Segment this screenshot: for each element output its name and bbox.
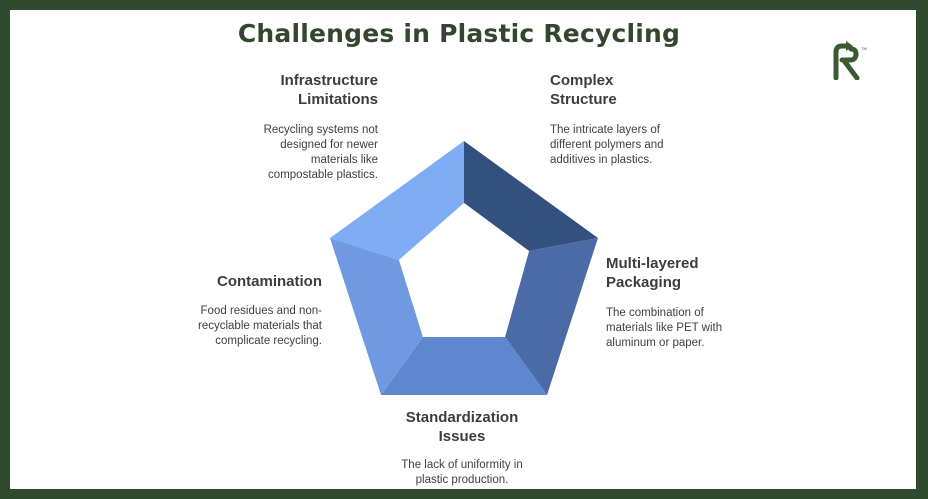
segment-complex-structure: [464, 141, 598, 251]
desc-contamination: Food residues and non- recyclable materi…: [198, 305, 322, 347]
segment-infrastructure: [330, 141, 464, 260]
diagram-title: Challenges in Plastic Recycling: [237, 19, 681, 48]
segment-multilayered: [505, 238, 598, 395]
label-infrastructure: Infrastructure Limitations Recycling sys…: [198, 71, 378, 183]
label-multilayered: Multi-layered Packaging The combination …: [606, 254, 796, 351]
label-complex-structure: Complex Structure The intricate layers o…: [550, 71, 740, 168]
recycle-r-logo-icon: TM: [833, 41, 867, 80]
desc-standardization: The lack of uniformity in plastic produc…: [401, 459, 523, 486]
label-standardization: Standardization Issues The lack of unifo…: [362, 408, 562, 488]
label-contamination: Contamination Food residues and non- rec…: [142, 272, 322, 349]
center-hole: [399, 203, 529, 337]
desc-infrastructure: Recycling systems not designed for newer…: [263, 124, 378, 181]
segment-contamination: [330, 238, 423, 395]
desc-complex-structure: The intricate layers of different polyme…: [550, 124, 664, 166]
trademark-mark: TM: [861, 46, 867, 51]
desc-multilayered: The combination of materials like PET wi…: [606, 307, 723, 349]
segment-standardization: [381, 337, 547, 395]
